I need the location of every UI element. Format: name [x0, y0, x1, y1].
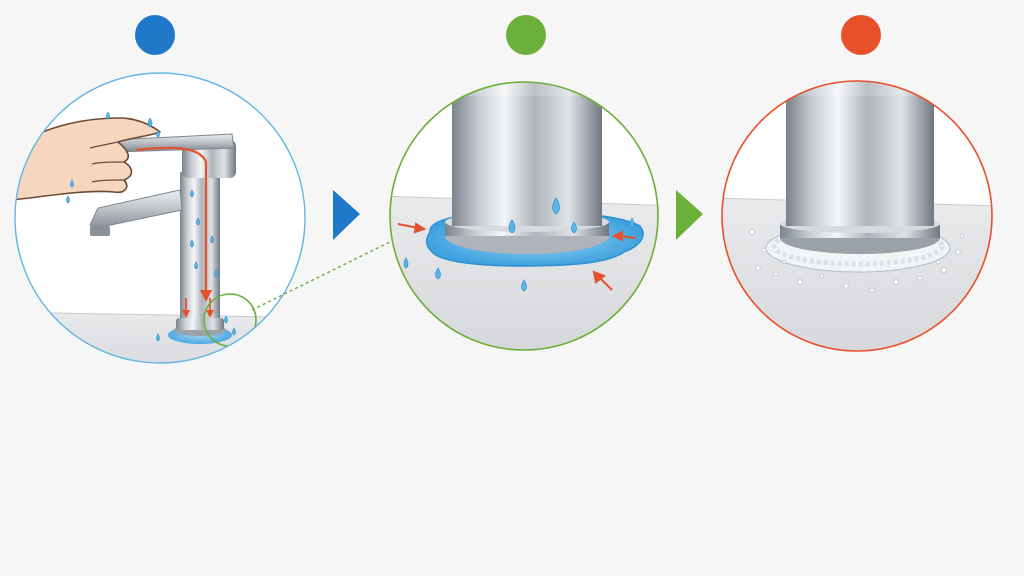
water-drop-icon: [66, 111, 236, 342]
faucet-column: [452, 82, 602, 226]
faucet-column: [786, 81, 934, 226]
triangle-right-icon: [333, 190, 360, 240]
step-1-panel: [14, 72, 306, 364]
step-1-marker-icon: [135, 15, 175, 55]
zoom-connector: [251, 231, 411, 311]
water-drop-icon: [403, 197, 635, 292]
step-2-marker-icon: [506, 15, 546, 55]
step-2-panel: [389, 81, 659, 351]
step-3-panel: [721, 80, 993, 352]
residue-specks: [749, 229, 965, 293]
step-3-marker-icon: [841, 15, 881, 55]
red-flow-arrow-icon: [135, 146, 208, 292]
triangle-right-icon: [676, 190, 703, 240]
red-flow-arrow-icon: [397, 222, 637, 291]
